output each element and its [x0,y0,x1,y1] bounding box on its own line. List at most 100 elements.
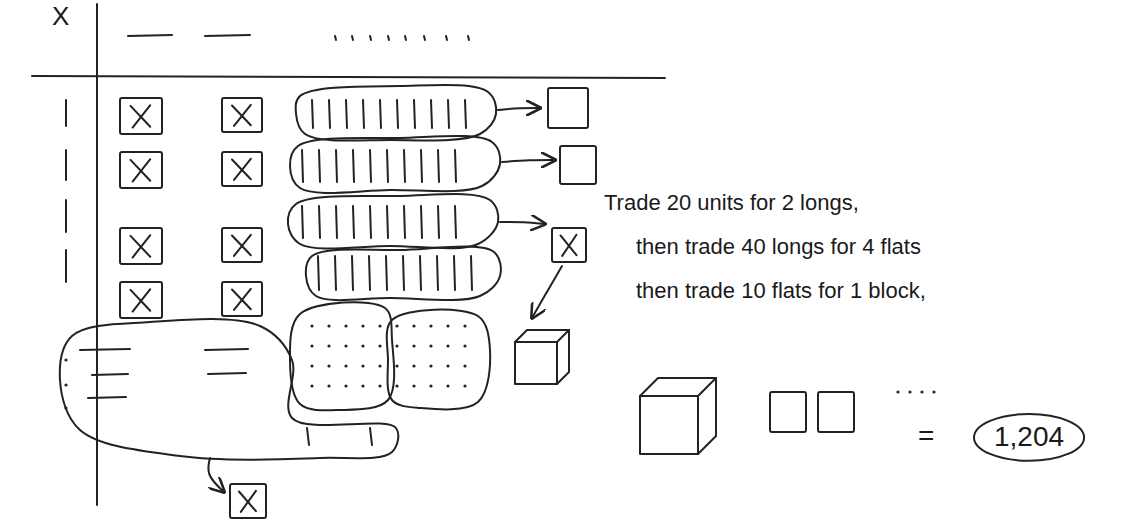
pencil-stroke [346,100,347,128]
unit-dot [378,344,381,347]
pencil-stroke [386,256,387,290]
pencil-stroke [335,256,336,290]
pencil-stroke [414,100,415,128]
pencil-stroke [329,100,330,128]
flat-square [818,392,854,432]
unit-dot [378,324,381,327]
pencil-stroke [312,100,313,128]
pencil-stroke [438,150,439,182]
crossed-flat [222,228,262,262]
unit-dot [361,324,364,327]
unit-dot [920,390,923,393]
pencil-stroke [387,206,388,238]
trade-note: Trade 20 units for 2 longs, [604,190,859,215]
answer-circle-outline [974,414,1084,461]
pencil-stroke [128,35,172,36]
unit-dot [344,384,347,387]
pencil-stroke [448,100,449,128]
grouping-loop [290,302,394,410]
trade-note: then trade 10 flats for 1 block, [636,278,926,303]
unit-dot [446,344,449,347]
pencil-stroke [319,150,320,182]
pencil-stroke [353,206,354,238]
grouping-loop [306,247,501,301]
pencil-stroke [302,206,303,238]
block-cube [515,330,569,384]
pencil-stroke [353,150,354,182]
unit-dot [327,344,330,347]
unit-dot [412,384,415,387]
unit-dot [361,384,364,387]
unit-dot [896,390,899,393]
pencil-stroke [205,35,250,36]
pencil-stroke [438,206,439,238]
grouping-loop [387,310,490,410]
pencil-stroke [307,428,309,445]
unit-dot [327,364,330,367]
grouping-loop [296,85,497,141]
crossed-flat [222,282,262,316]
pencil-stroke [471,256,472,290]
pencil-stroke [455,150,456,182]
pencil-stroke [65,200,67,232]
unit-dot [395,324,398,327]
pencil-stroke [437,256,438,290]
pencil-stroke [336,206,337,238]
pencil-stroke [363,100,364,128]
trade-arrow [532,266,562,318]
equals-sign: = [918,420,934,452]
crossed-flat [222,98,262,132]
pencil-stroke [370,150,371,182]
unit-dot [327,384,330,387]
trade-arrow [498,108,540,110]
unit-dot [361,364,364,367]
grouping-loop [288,194,498,249]
crossed-flat [552,228,586,262]
unit-dot [378,364,381,367]
crossed-flat [120,152,162,188]
unit-dot [446,324,449,327]
pencil-stroke [468,36,469,40]
grid-line [32,76,665,78]
pencil-stroke [205,349,248,350]
unit-dot [429,384,432,387]
unit-dot [327,324,330,327]
pencil-stroke [421,206,422,238]
flat-square [560,146,596,184]
pencil-stroke [455,206,456,238]
unit-dot [310,324,313,327]
trade-arrow [500,222,545,224]
unit-dot [429,344,432,347]
pencil-stroke [208,373,246,374]
pencil-stroke [335,36,336,40]
unit-dot [395,384,398,387]
unit-dot [446,384,449,387]
grouping-loop [60,319,398,460]
pencil-stroke [302,150,303,182]
pencil-stroke [318,256,319,290]
pencil-stroke [404,206,405,238]
unit-dot [64,358,67,361]
pencil-stroke [370,206,371,238]
flat-square [548,88,588,128]
pencil-stroke [431,100,432,128]
crossed-flat [230,484,266,518]
pencil-stroke [370,36,371,40]
pencil-stroke [404,150,405,182]
pencil-stroke [352,256,353,290]
unit-dot [310,384,313,387]
unit-dot [64,383,67,386]
unit-dot [378,384,381,387]
crossed-flat [222,152,262,186]
unit-dot [463,324,466,327]
pencil-stroke [80,349,130,350]
pencil-stroke [65,250,67,282]
grid-line [96,4,98,505]
unit-dot [310,364,313,367]
unit-dot [446,364,449,367]
unit-dot [463,364,466,367]
answer-number: 1,204 [994,422,1064,453]
block-cube [640,378,716,454]
circled-answer: 1,204 [972,412,1086,463]
